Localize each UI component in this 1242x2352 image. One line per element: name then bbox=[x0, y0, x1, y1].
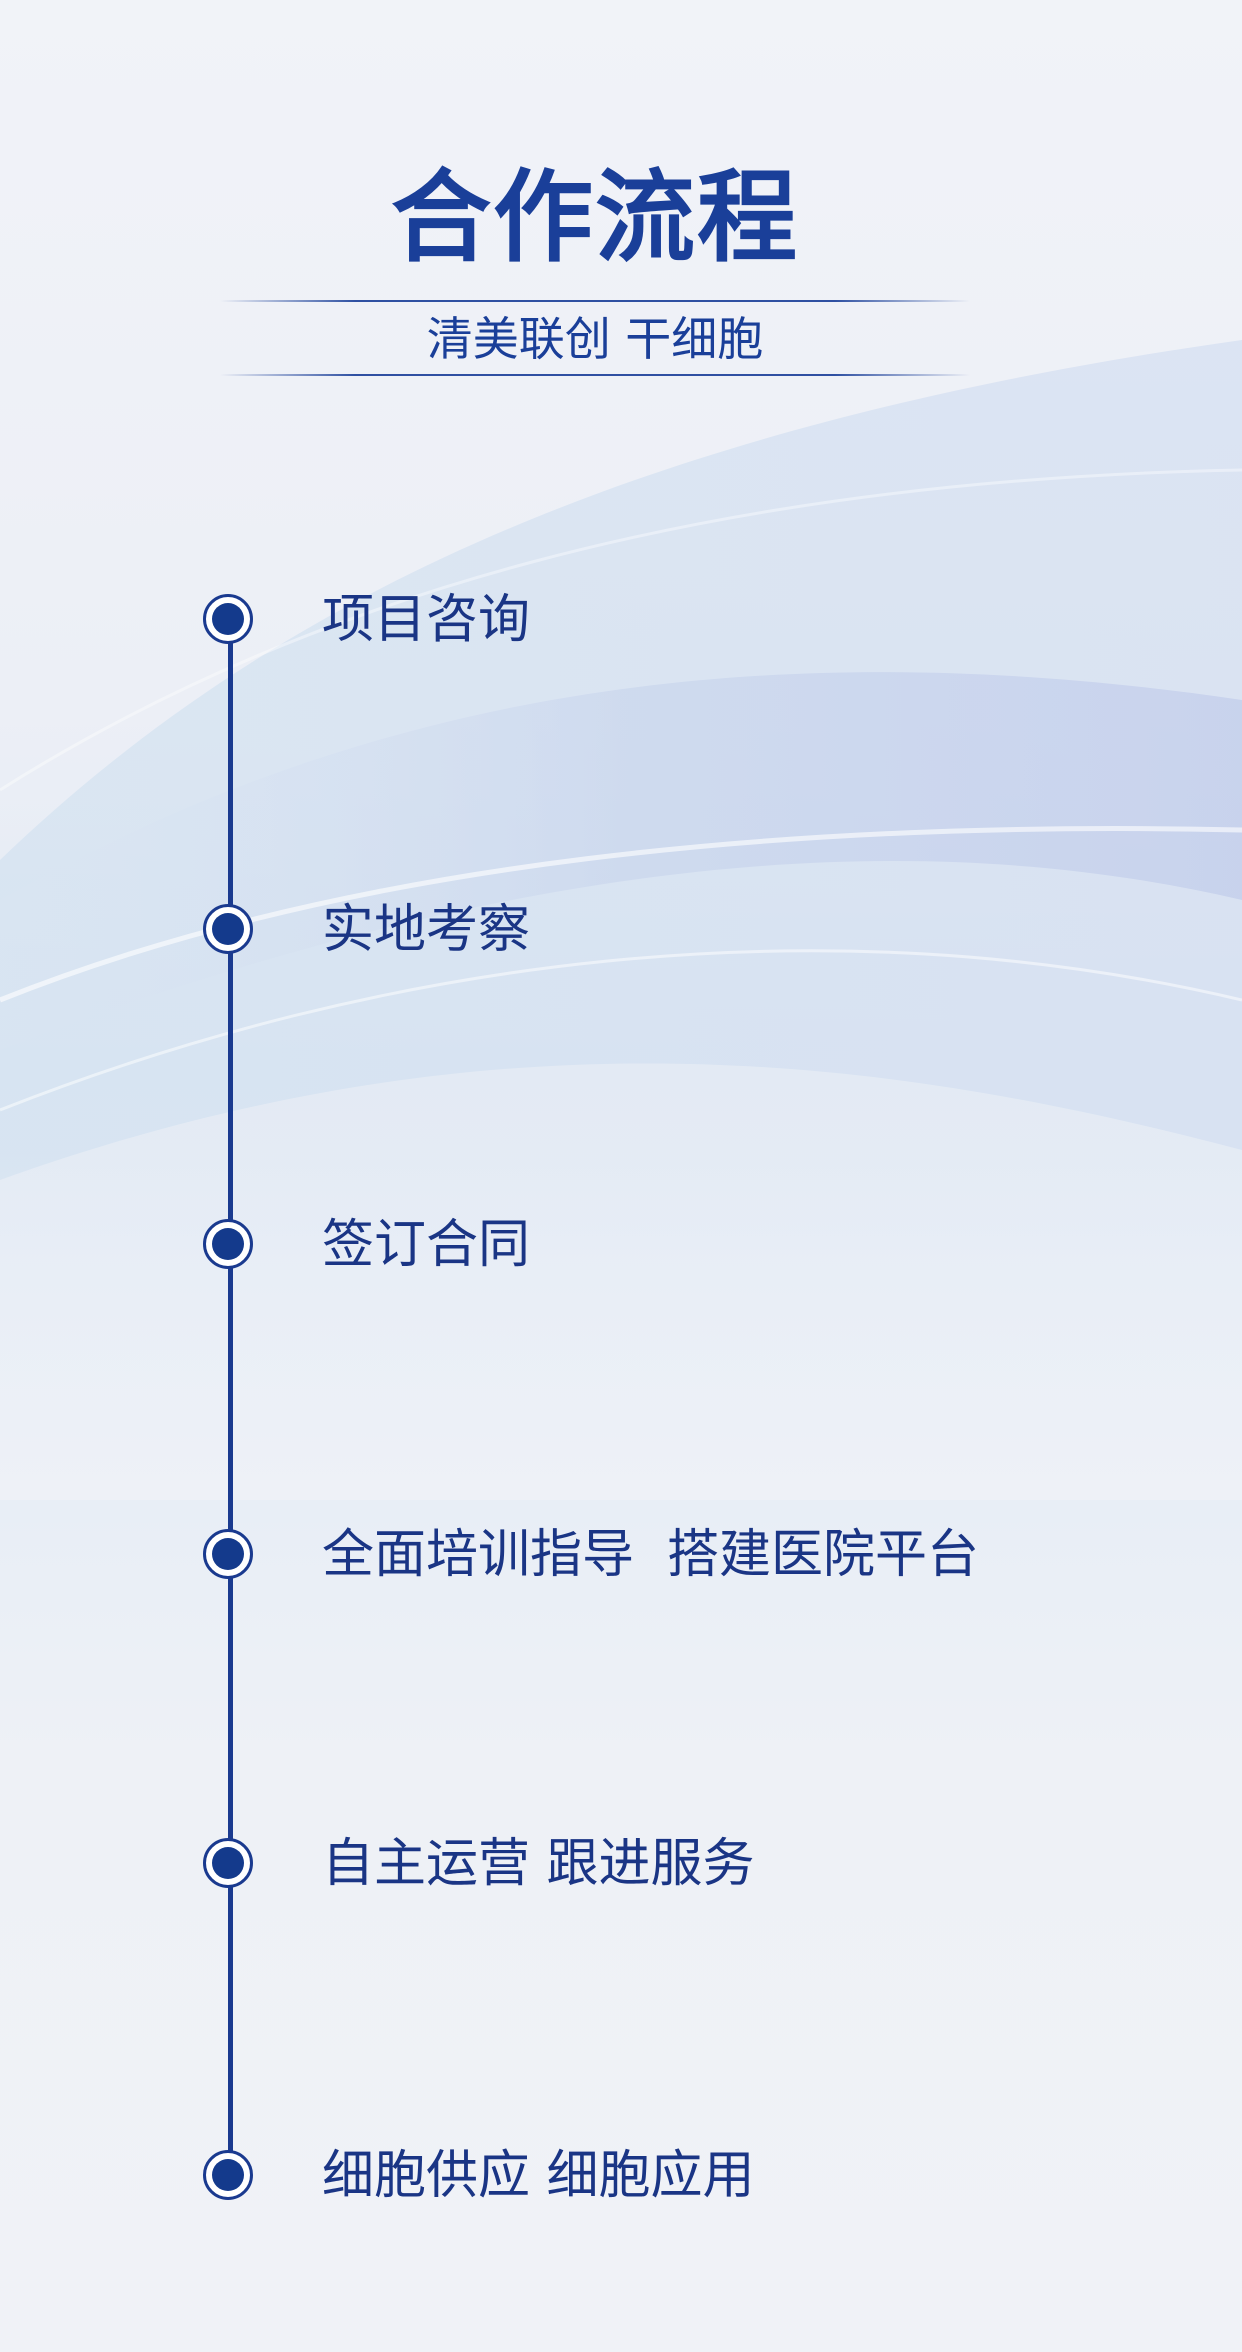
timeline-step: 项目咨询 bbox=[0, 592, 1242, 652]
title-divider-top bbox=[220, 300, 970, 302]
timeline-dot-icon bbox=[203, 1219, 253, 1269]
timeline-dot-icon bbox=[203, 904, 253, 954]
timeline-step-label: 全面培训指导 搭建医院平台 bbox=[322, 1525, 980, 1585]
timeline-dot-icon bbox=[203, 2150, 253, 2200]
timeline-step: 自主运营 跟进服务 bbox=[0, 1836, 1242, 1896]
timeline-dot-icon bbox=[203, 1838, 253, 1888]
timeline-dot-icon bbox=[203, 1529, 253, 1579]
timeline-step: 细胞供应 细胞应用 bbox=[0, 2148, 1242, 2208]
timeline-step: 实地考察 bbox=[0, 902, 1242, 962]
timeline-dot-icon bbox=[203, 594, 253, 644]
page-subtitle: 清美联创 干细胞 bbox=[426, 312, 764, 366]
timeline-step-label: 签订合同 bbox=[322, 1215, 531, 1275]
timeline-step: 签订合同 bbox=[0, 1217, 1242, 1277]
timeline-step-label: 项目咨询 bbox=[322, 590, 531, 650]
page-title: 合作流程 bbox=[391, 159, 799, 276]
timeline-step-label: 实地考察 bbox=[322, 900, 531, 960]
timeline-line bbox=[228, 620, 233, 2176]
title-divider-bottom bbox=[220, 374, 970, 376]
timeline-step: 全面培训指导 搭建医院平台 bbox=[0, 1527, 1242, 1587]
timeline-step-label: 细胞供应 细胞应用 bbox=[322, 2146, 755, 2206]
timeline-step-label: 自主运营 跟进服务 bbox=[322, 1834, 755, 1894]
